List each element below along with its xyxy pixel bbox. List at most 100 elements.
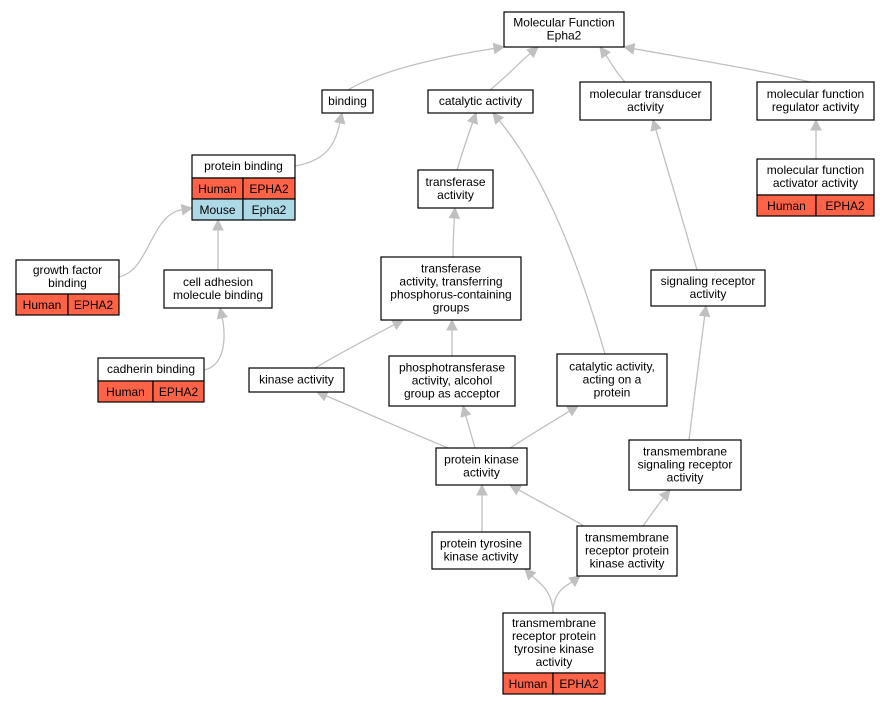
arrowhead-icon xyxy=(467,111,478,125)
node-label: molecular function xyxy=(767,163,864,177)
node-label: regulator activity xyxy=(772,100,859,114)
gene-label: EPHA2 xyxy=(74,298,114,312)
node-box xyxy=(756,81,875,121)
species-label: Human xyxy=(23,298,62,312)
node-box xyxy=(502,612,606,674)
node-label: kinase activity xyxy=(590,557,665,571)
edge-sigrec-to-transducer xyxy=(650,118,698,271)
node-label: activity xyxy=(463,466,500,480)
arrowhead-icon xyxy=(526,46,539,59)
edge-line xyxy=(118,209,183,278)
species-label: Human xyxy=(198,182,237,196)
node-box xyxy=(248,367,345,393)
arrowhead-icon xyxy=(658,489,671,502)
edge-phosphoalc-to-transphos xyxy=(446,318,458,356)
node-box xyxy=(576,525,678,577)
edge-transphos-to-transferase xyxy=(448,206,461,258)
edge-binding-to-root xyxy=(347,42,506,91)
node-label: binding xyxy=(328,94,367,108)
edge-protkin-to-phosphoalc xyxy=(460,404,476,449)
edge-line xyxy=(509,410,570,449)
gene-cell xyxy=(815,194,875,217)
node-label: kinase activity xyxy=(444,550,519,564)
arrowhead-icon xyxy=(599,46,611,59)
node-binding[interactable]: binding xyxy=(321,89,374,114)
node-label: phosphorus-containing xyxy=(390,288,511,302)
node-kinase[interactable]: kinase activity xyxy=(248,367,345,393)
node-label: signaling receptor xyxy=(638,458,733,472)
edge-line xyxy=(605,54,626,83)
edge-line xyxy=(456,122,474,171)
node-label: activity, alcohol xyxy=(412,374,492,388)
edge-line xyxy=(347,47,495,91)
edge-transducer-to-root xyxy=(599,46,626,83)
edge-line xyxy=(552,581,573,614)
arrowhead-icon xyxy=(448,206,461,219)
edge-cadherin-to-celladh xyxy=(203,306,228,371)
arrowhead-icon xyxy=(216,306,228,320)
node-box xyxy=(556,353,668,407)
node-box xyxy=(417,169,494,209)
edge-line xyxy=(633,48,811,83)
edge-line xyxy=(465,415,476,449)
species-label: Mouse xyxy=(199,203,235,217)
arrowhead-icon xyxy=(492,42,506,55)
edge-catprot-to-catalytic xyxy=(492,112,606,355)
node-label: transmembrane xyxy=(512,616,596,630)
edge-line xyxy=(688,315,706,441)
edge-regulator-to-root xyxy=(622,43,811,83)
node-box xyxy=(503,11,625,48)
arrowhead-icon xyxy=(180,203,194,216)
arrowhead-icon xyxy=(698,304,711,318)
node-label: transferase xyxy=(425,175,485,189)
arrowhead-icon xyxy=(568,575,581,587)
node-label: protein tyrosine xyxy=(440,537,522,551)
edge-line xyxy=(314,324,395,369)
node-box xyxy=(388,355,516,407)
node-label: protein binding xyxy=(204,159,283,173)
node-label: Molecular Function xyxy=(513,16,614,30)
arrowhead-icon xyxy=(524,568,537,581)
node-label: activity xyxy=(667,471,704,485)
node-label: catalytic activity, xyxy=(569,360,655,374)
edge-ptk-to-protkin xyxy=(476,483,488,532)
node-label: molecule binding xyxy=(173,288,263,302)
node-label: catalytic activity xyxy=(439,94,522,108)
edge-layer xyxy=(118,42,822,614)
edge-line xyxy=(325,395,449,449)
edge-line xyxy=(294,122,341,167)
edge-growth-to-protbind xyxy=(118,203,194,278)
species-label: Human xyxy=(767,199,806,213)
node-catalytic[interactable]: catalytic activity xyxy=(427,89,534,114)
arrowhead-icon xyxy=(810,118,822,131)
gene-label: EPHA2 xyxy=(559,677,599,691)
node-box xyxy=(380,256,522,321)
node-label: signaling receptor xyxy=(661,274,756,288)
node-label: transferase xyxy=(421,262,481,276)
edge-line xyxy=(489,52,531,91)
